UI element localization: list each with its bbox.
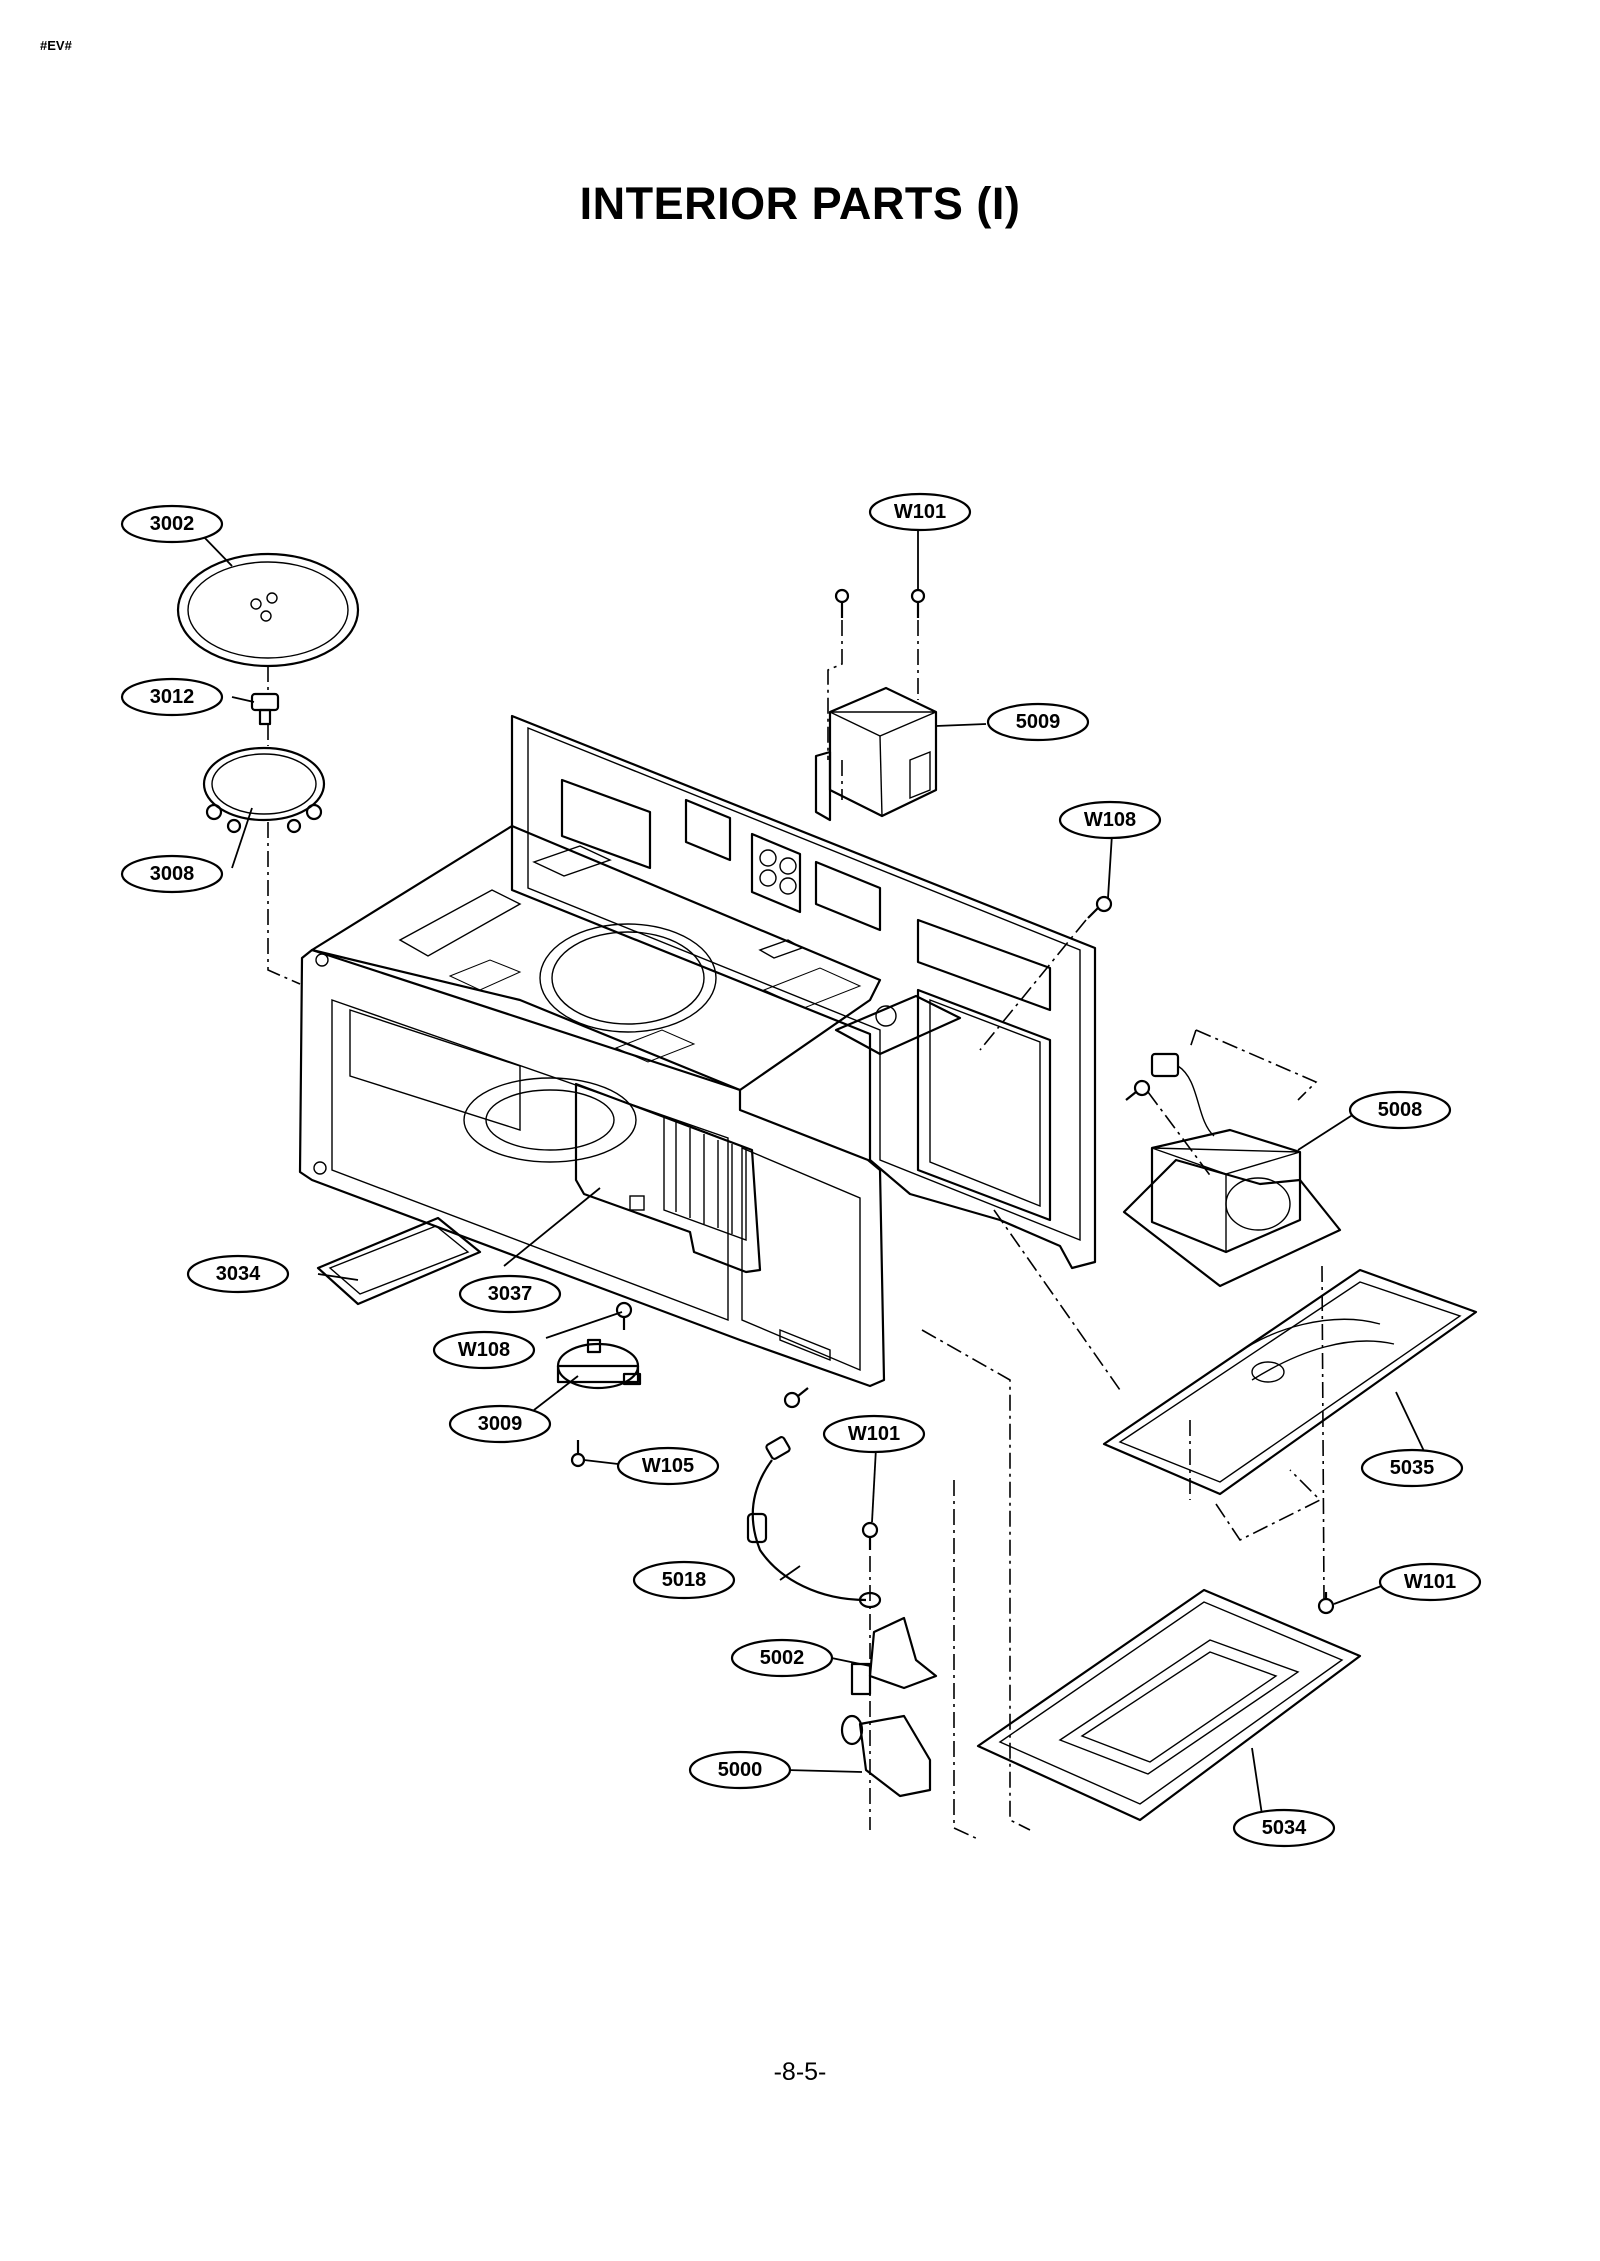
callout-label: W101 xyxy=(894,501,946,523)
base-plate-5035 xyxy=(1102,1268,1478,1496)
callout-3008: 3008 xyxy=(120,854,224,894)
screw-w101-right xyxy=(1317,1592,1335,1615)
roller-ring xyxy=(202,746,326,834)
callout-label: W105 xyxy=(642,1455,694,1477)
callout-w105: W105 xyxy=(616,1446,720,1486)
callout-label: 5035 xyxy=(1390,1457,1435,1479)
callout-w108-right: W108 xyxy=(1058,800,1162,840)
callout-5035: 5035 xyxy=(1360,1448,1464,1488)
callout-label: 5000 xyxy=(718,1759,763,1781)
screw-w105 xyxy=(570,1440,586,1468)
hv-transformer xyxy=(1122,1052,1342,1288)
callout-label: 5034 xyxy=(1262,1817,1307,1839)
page-title: INTERIOR PARTS (I) xyxy=(579,178,1021,229)
callout-label: 3034 xyxy=(216,1263,261,1285)
callout-label: W108 xyxy=(1084,809,1136,831)
screw-w108-right xyxy=(1087,895,1113,919)
interlock-switch xyxy=(840,1714,932,1798)
callout-label: 3012 xyxy=(150,686,195,708)
screw-w101-top-a xyxy=(834,588,850,618)
callout-w101-center: W101 xyxy=(822,1414,926,1454)
callout-5002: 5002 xyxy=(730,1638,834,1678)
callout-label: 3008 xyxy=(150,863,195,885)
screw-front xyxy=(783,1387,809,1409)
callout-label: W101 xyxy=(1404,1571,1456,1593)
page-number: -8-5- xyxy=(773,2058,827,2086)
callout-label: W101 xyxy=(848,1423,900,1445)
wire-harness xyxy=(746,1436,882,1609)
callout-w108-left: W108 xyxy=(432,1330,536,1370)
callout-label: 5008 xyxy=(1378,1099,1423,1121)
callout-label: 5002 xyxy=(760,1647,805,1669)
screw-transformer xyxy=(1125,1079,1151,1101)
screw-w101-top-b xyxy=(910,588,926,618)
callout-label: 5018 xyxy=(662,1569,707,1591)
callout-label: 3002 xyxy=(150,513,195,535)
stirrer-cover xyxy=(316,1216,482,1306)
callout-5000: 5000 xyxy=(688,1750,792,1790)
callout-label: W108 xyxy=(458,1339,510,1361)
callout-5034: 5034 xyxy=(1232,1808,1336,1848)
callout-5008: 5008 xyxy=(1348,1090,1452,1130)
callout-5009: 5009 xyxy=(986,702,1090,742)
document-code: #EV# xyxy=(40,38,72,53)
stirrer-motor xyxy=(556,1338,642,1390)
callout-label: 5009 xyxy=(1016,711,1061,733)
screw-w108-left xyxy=(615,1301,633,1330)
switch-bracket xyxy=(850,1616,938,1696)
callout-3009: 3009 xyxy=(448,1404,552,1444)
callout-5018: 5018 xyxy=(632,1560,736,1600)
turntable-coupler xyxy=(250,692,280,726)
callout-3012: 3012 xyxy=(120,677,224,717)
callout-w101-right: W101 xyxy=(1378,1562,1482,1602)
screw-w101-center xyxy=(861,1521,879,1550)
base-cover-5034 xyxy=(976,1588,1362,1822)
oven-cavity-frame xyxy=(298,714,1097,1388)
callout-3037: 3037 xyxy=(458,1274,562,1314)
magnetron xyxy=(814,686,938,822)
callout-w101-top: W101 xyxy=(868,492,972,532)
callout-label: 3037 xyxy=(488,1283,533,1305)
callout-3002: 3002 xyxy=(120,504,224,544)
callout-3034: 3034 xyxy=(186,1254,290,1294)
callout-label: 3009 xyxy=(478,1413,523,1435)
shield-plate xyxy=(574,1082,762,1274)
turntable-tray xyxy=(176,552,360,668)
